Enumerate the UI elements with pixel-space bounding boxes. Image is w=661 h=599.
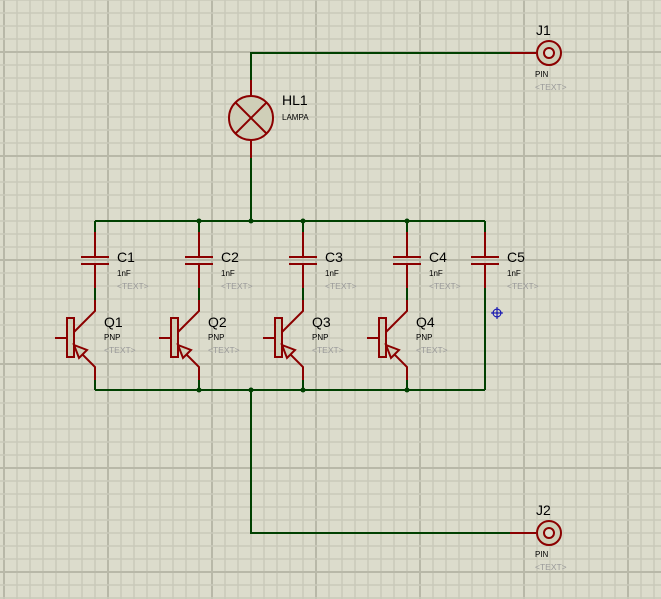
junctions bbox=[196, 218, 410, 393]
capacitor-c4[interactable]: C4 1nF <TEXT> bbox=[393, 232, 461, 291]
j2-value-label: PIN bbox=[535, 550, 549, 559]
emitter-arrow-icon bbox=[384, 343, 401, 360]
capacitor-ref-label: C3 bbox=[325, 249, 343, 265]
transistor-value-label: PNP bbox=[416, 333, 432, 342]
transistor-base-icon bbox=[378, 317, 387, 358]
transistor-ref-label: Q4 bbox=[416, 314, 435, 330]
transistor-text-placeholder: <TEXT> bbox=[104, 345, 136, 355]
hl1-ref-label: HL1 bbox=[282, 92, 308, 108]
transistor-value-label: PNP bbox=[312, 333, 328, 342]
capacitor-ref-label: C2 bbox=[221, 249, 239, 265]
transistor-emitter bbox=[392, 352, 408, 380]
junction-dot bbox=[300, 218, 306, 224]
junction-dot bbox=[300, 387, 306, 393]
transistor-collector bbox=[385, 300, 408, 333]
capacitor-text-placeholder: <TEXT> bbox=[429, 281, 461, 291]
cursor-crosshair-icon bbox=[491, 307, 503, 319]
transistor-text-placeholder: <TEXT> bbox=[208, 345, 240, 355]
capacitor-text-placeholder: <TEXT> bbox=[325, 281, 357, 291]
junction-dot bbox=[248, 387, 254, 393]
capacitor-c3[interactable]: C3 1nF <TEXT> bbox=[289, 232, 357, 291]
transistor-base-icon bbox=[170, 317, 179, 358]
junction-dot bbox=[404, 218, 410, 224]
transistor-emitter bbox=[288, 352, 304, 380]
capacitors: C1 1nF <TEXT> C2 1nF <TEXT> C3 1nF <TEXT> C4 1nF <T… bbox=[81, 232, 539, 291]
capacitor-ref-label: C5 bbox=[507, 249, 525, 265]
j1-text-placeholder: <TEXT> bbox=[535, 82, 567, 92]
j2-ref-label: J2 bbox=[536, 502, 551, 518]
transistor-text-placeholder: <TEXT> bbox=[312, 345, 344, 355]
transistor-collector bbox=[73, 300, 96, 333]
transistor-value-label: PNP bbox=[104, 333, 120, 342]
transistor-ref-label: Q1 bbox=[104, 314, 123, 330]
transistor-base-icon bbox=[274, 317, 283, 358]
transistor-ref-label: Q2 bbox=[208, 314, 227, 330]
junction-dot bbox=[248, 218, 254, 224]
capacitor-c1[interactable]: C1 1nF <TEXT> bbox=[81, 232, 149, 291]
transistor-emitter bbox=[184, 352, 200, 380]
j2-text-placeholder: <TEXT> bbox=[535, 562, 567, 572]
transistor-collector bbox=[177, 300, 200, 333]
j1-ref-label: J1 bbox=[536, 22, 551, 38]
capacitor-value-label: 1nF bbox=[429, 269, 443, 278]
pin-terminal-hole bbox=[543, 47, 555, 59]
capacitor-value-label: 1nF bbox=[221, 269, 235, 278]
capacitor-text-placeholder: <TEXT> bbox=[221, 281, 253, 291]
transistor-base-icon bbox=[66, 317, 75, 358]
emitter-arrow-icon bbox=[280, 343, 297, 360]
junction-dot bbox=[196, 218, 202, 224]
capacitor-value-label: 1nF bbox=[507, 269, 521, 278]
lamp-hl1[interactable]: HL1 LAMPA bbox=[228, 80, 309, 158]
junction-dot bbox=[196, 387, 202, 393]
capacitor-value-label: 1nF bbox=[325, 269, 339, 278]
pin-terminal-hole bbox=[543, 527, 555, 539]
transistor-ref-label: Q3 bbox=[312, 314, 331, 330]
transistor-collector bbox=[281, 300, 304, 333]
transistor-value-label: PNP bbox=[208, 333, 224, 342]
capacitor-value-label: 1nF bbox=[117, 269, 131, 278]
emitter-arrow-icon bbox=[72, 343, 89, 360]
capacitor-c2[interactable]: C2 1nF <TEXT> bbox=[185, 232, 253, 291]
capacitor-text-placeholder: <TEXT> bbox=[507, 281, 539, 291]
emitter-arrow-icon bbox=[176, 343, 193, 360]
j1-value-label: PIN bbox=[535, 70, 549, 79]
junction-dot bbox=[404, 387, 410, 393]
capacitor-c5[interactable]: C5 1nF <TEXT> bbox=[471, 232, 539, 291]
terminal-j1[interactable]: J1 PIN <TEXT> bbox=[510, 22, 567, 92]
capacitor-text-placeholder: <TEXT> bbox=[117, 281, 149, 291]
terminal-j2[interactable]: J2 PIN <TEXT> bbox=[510, 502, 567, 572]
transistor-text-placeholder: <TEXT> bbox=[416, 345, 448, 355]
hl1-value-label: LAMPA bbox=[282, 113, 309, 122]
capacitor-ref-label: C4 bbox=[429, 249, 447, 265]
lamp-cross bbox=[234, 101, 268, 135]
wire-bus-j2[interactable] bbox=[250, 390, 510, 534]
capacitor-ref-label: C1 bbox=[117, 249, 135, 265]
transistor-emitter bbox=[80, 352, 96, 380]
